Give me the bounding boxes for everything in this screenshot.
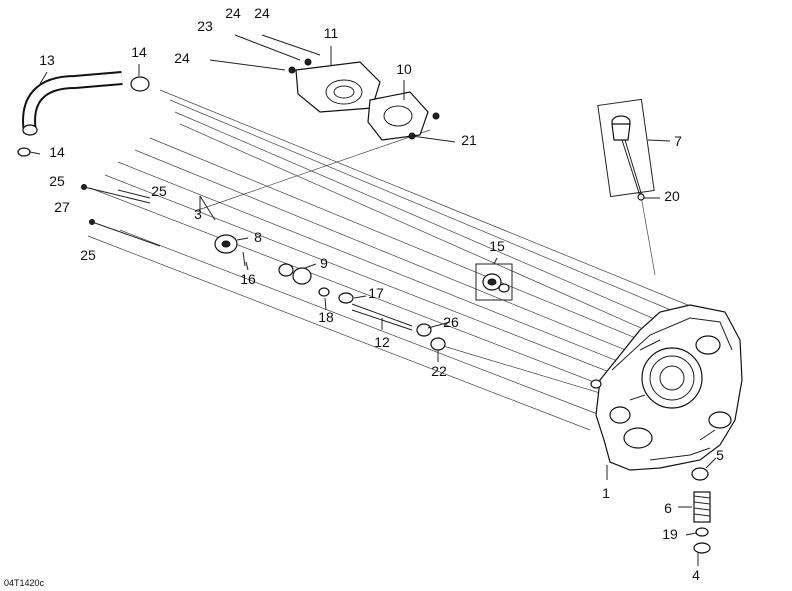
callout-c23: 23 [197,18,213,34]
callout-c4: 4 [692,567,700,583]
breather-hose [17,71,150,157]
callout-c6: 6 [664,500,672,516]
callout-c3: 3 [194,206,202,222]
callout-c1: 1 [602,485,610,501]
callout-c14a: 14 [131,44,147,60]
dipstick-assembly [597,98,655,201]
callout-c8: 8 [254,229,262,245]
callout-c27: 27 [54,199,70,215]
callout-c12: 12 [374,334,390,350]
oil-seal [475,263,513,301]
assembly-guide-lines [87,89,701,431]
callout-c18: 18 [318,309,334,325]
drain-plug-assembly [691,467,711,554]
screw-set [81,184,216,247]
callout-c25c: 25 [80,247,96,263]
callout-c25b: 25 [151,183,167,199]
callout-c19: 19 [662,526,678,542]
callout-c13: 13 [39,52,55,68]
callout-leaders [29,46,717,566]
callout-c24b: 24 [254,5,270,21]
callout-c25a: 25 [49,173,65,189]
callout-c22: 22 [431,363,447,379]
callout-c7: 7 [674,133,682,149]
breather-cover-assembly [209,34,440,141]
callout-c20: 20 [664,188,680,204]
callout-c17: 17 [368,285,384,301]
drawing-code: 04T1420c [4,578,45,588]
callout-c15: 15 [489,238,505,254]
callout-c9: 9 [320,255,328,271]
callout-c5: 5 [716,447,724,463]
callout-c10: 10 [396,61,412,77]
callout-c24a: 24 [225,5,241,21]
callout-c26: 26 [443,314,459,330]
callout-c16: 16 [240,271,256,287]
callout-c24c: 24 [174,50,190,66]
crankcase-housing [590,304,743,471]
shaft-components [214,234,446,351]
callout-c21: 21 [461,132,477,148]
callout-c14b: 14 [49,144,65,160]
callout-c11: 11 [324,25,339,41]
